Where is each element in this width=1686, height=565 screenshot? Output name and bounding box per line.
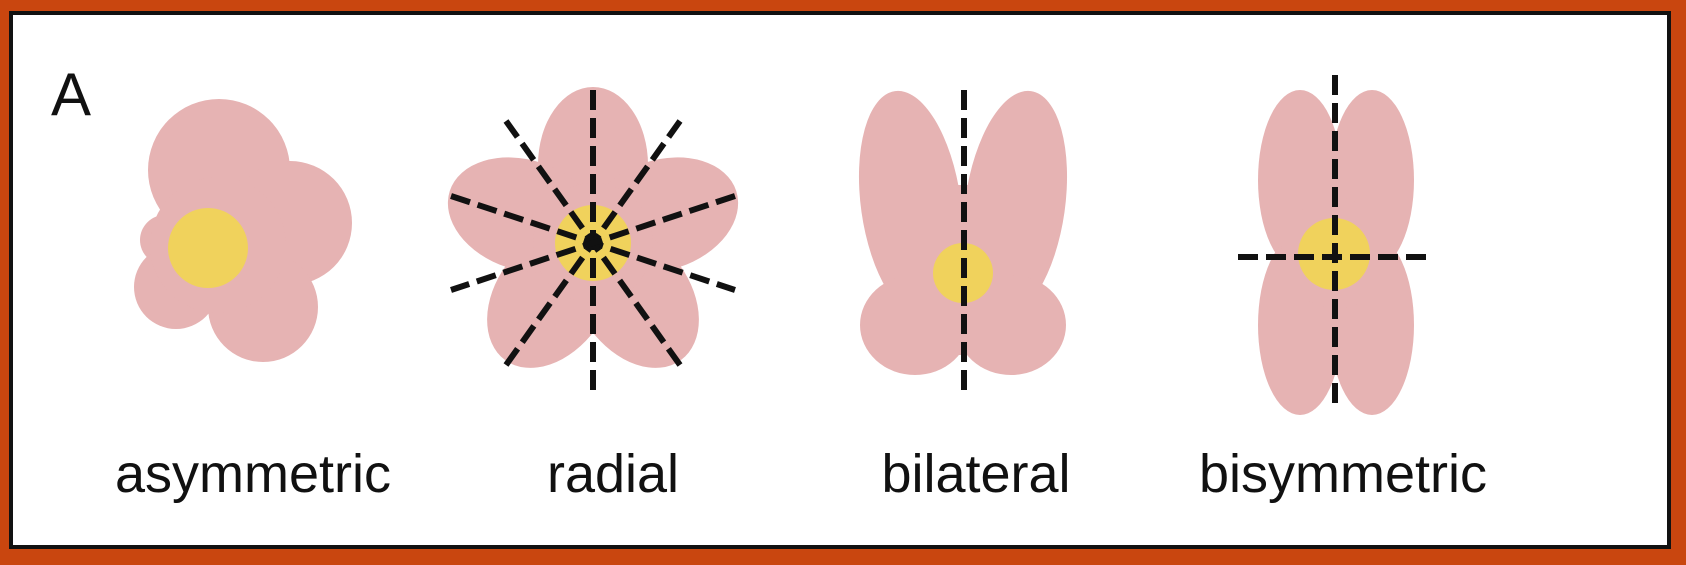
bilateral-label: bilateral: [881, 447, 1070, 501]
bilateral-flower: [845, 84, 1080, 392]
asymmetric-center: [168, 208, 248, 288]
figure-frame: A: [9, 11, 1671, 549]
radial-flower: [433, 87, 753, 392]
asymmetric-label: asymmetric: [115, 447, 391, 501]
asymmetric-flower: [134, 99, 352, 362]
bisymmetric-label: bisymmetric: [1199, 447, 1487, 501]
radial-label: radial: [547, 447, 679, 501]
bisymmetric-flower: [1238, 75, 1431, 415]
